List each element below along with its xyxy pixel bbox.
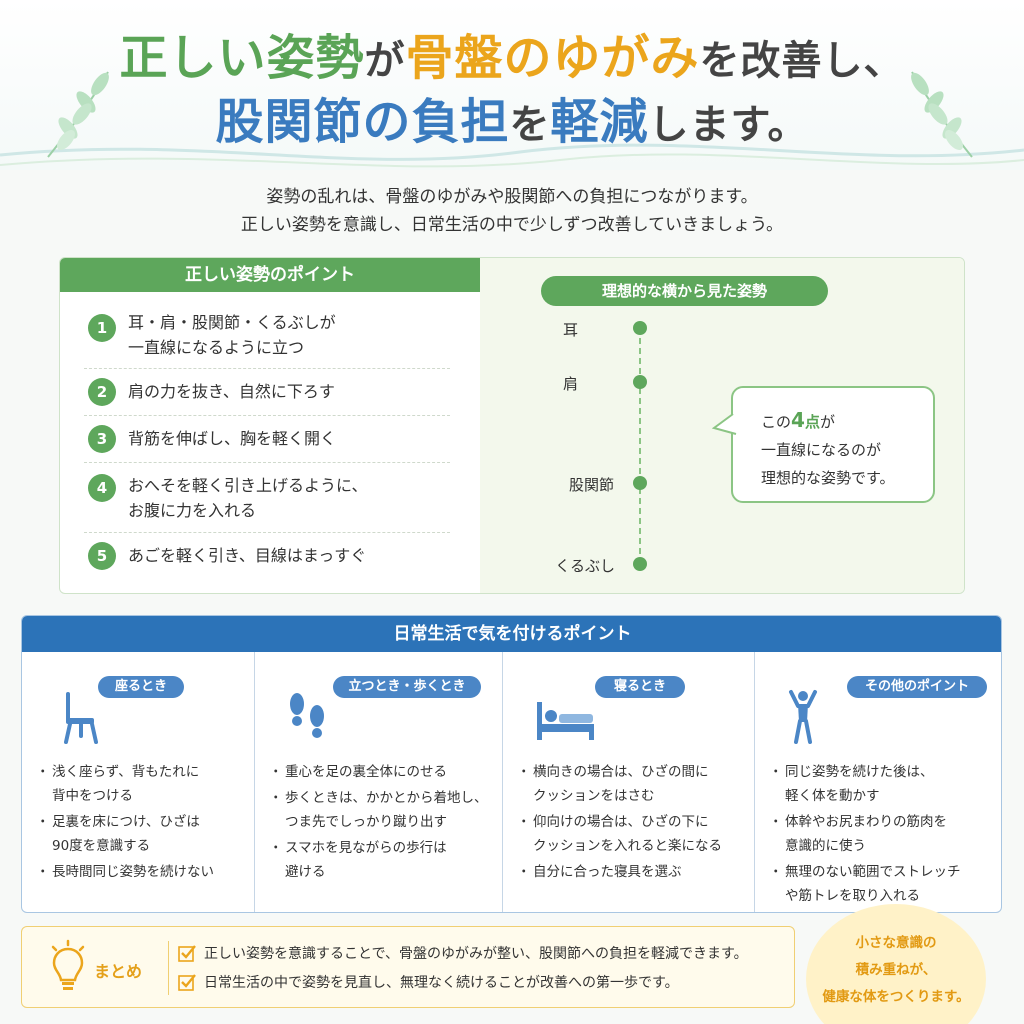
daily-column-other: その他のポイント 同じ姿勢を続けた後は、軽く体を動かす 体幹やお尻まわりの筋肉を…	[754, 652, 1001, 912]
stretch-icon	[789, 690, 817, 744]
step-number-badge: 2	[88, 378, 116, 406]
message-text: 小さな意識の	[855, 935, 937, 951]
summary-row: 日常生活の中で姿勢を見直し、無理なく続けることが改善への第一歩です。	[178, 972, 679, 992]
list-item: 4 おへそを軽く引き上げるように、 お腹に力を入れる	[84, 463, 450, 533]
bubble-tail	[712, 413, 737, 435]
posture-points-title: 正しい姿勢のポイント	[60, 258, 480, 292]
category-tag: その他のポイント	[847, 676, 987, 698]
leaf-branch-icon	[911, 71, 973, 158]
step-number-badge: 4	[88, 474, 116, 502]
title-text: します。	[648, 102, 809, 148]
summary-text: 正しい姿勢を意識することで、骨盤のゆがみが整い、股関節への負担を軽減できます。	[204, 946, 748, 962]
bubble-text: 理想的な姿勢です。	[761, 469, 895, 487]
list-item: 3 背筋を伸ばし、胸を軽く開く	[84, 416, 450, 463]
title-highlight: 骨盤のゆがみ	[405, 30, 700, 86]
alignment-label: 股関節	[568, 476, 614, 494]
alignment-dot	[633, 321, 647, 335]
list-item: 自分に合った寝具を選ぶ	[517, 860, 722, 884]
checkbox-icon	[178, 945, 196, 962]
list-item-text: あごを軽く引き、目線はまっすぐ	[128, 546, 367, 565]
alignment-dot	[633, 476, 647, 490]
header-banner	[0, 0, 1024, 170]
checkbox-icon	[178, 974, 196, 991]
list-item-text: 耳・肩・股関節・くるぶしが	[128, 313, 336, 332]
page-title-line2: 股関節の負担を軽減します。	[0, 82, 1024, 152]
summary-label: まとめ	[94, 962, 143, 981]
list-item: 歩くときは、かかとから着地し、つま先でしっかり蹴り出す	[269, 786, 487, 834]
message-circle: 小さな意識の 積み重ねが、 健康な体をつくります。	[806, 904, 986, 1024]
page-title-line1: 正しい姿勢が骨盤のゆがみを改善し、	[0, 18, 1024, 88]
alignment-label: 耳	[562, 321, 578, 339]
category-tag: 寝るとき	[595, 676, 685, 698]
lightbulb-icon	[51, 939, 85, 990]
summary-text: 日常生活の中で姿勢を見直し、無理なく続けることが改善への第一歩です。	[204, 975, 679, 991]
category-tag: 座るとき	[98, 676, 184, 698]
daily-column-standing: 立つとき・歩くとき 重心を足の裏全体にのせる 歩くときは、かかとから着地し、つま…	[254, 652, 502, 912]
bubble-unit: 点	[804, 413, 820, 431]
bubble-text: 一直線になるのが	[761, 441, 882, 459]
tips-list: 重心を足の裏全体にのせる 歩くときは、かかとから着地し、つま先でしっかり蹴り出す…	[269, 760, 488, 886]
title-text: を	[509, 102, 551, 148]
list-item-text: 肩の力を抜き、自然に下ろす	[128, 382, 335, 401]
title-highlight: 軽減	[550, 94, 649, 150]
daily-life-title: 日常生活で気を付けるポイント	[22, 616, 1001, 652]
bubble-text: この	[761, 413, 792, 431]
list-item: 重心を足の裏全体にのせる	[269, 760, 488, 784]
category-tag: 立つとき・歩くとき	[333, 676, 481, 698]
alignment-dot	[633, 557, 647, 571]
message-text: 健康な体をつくります。	[822, 989, 970, 1005]
alignment-line	[639, 328, 641, 564]
leaf-branch-icon	[47, 71, 109, 158]
footprints-icon	[290, 693, 324, 738]
posture-points-list: 1 耳・肩・股関節・くるぶしが 一直線になるように立つ 2 肩の力を抜き、自然に…	[84, 302, 450, 580]
message-text: 積み重ねが、	[855, 962, 937, 978]
bubble-number: 4	[791, 408, 805, 432]
title-highlight: 股関節の負担	[215, 94, 510, 150]
summary-panel: まとめ 正しい姿勢を意識することで、骨盤のゆがみが整い、股関節への負担を軽減でき…	[21, 926, 795, 1008]
list-item-text: 一直線になるように立つ	[128, 338, 305, 357]
alignment-dot	[633, 375, 647, 389]
alignment-label: くるぶし	[555, 557, 615, 575]
intro-text: 姿勢の乱れは、骨盤のゆがみや股関節への負担につながります。	[266, 187, 758, 207]
list-item: 2 肩の力を抜き、自然に下ろす	[84, 369, 450, 416]
bubble-text: が	[819, 413, 835, 431]
bed-icon	[537, 702, 594, 740]
title-text: が	[364, 38, 406, 84]
alignment-label: 肩	[562, 375, 578, 393]
list-item: 5 あごを軽く引き、目線はまっすぐ	[84, 533, 450, 580]
side-view-title: 理想的な横から見た姿勢	[541, 276, 828, 306]
speech-bubble: この4点が 一直線になるのが 理想的な姿勢です。	[731, 386, 935, 503]
list-item: 長時間同じ姿勢を続けない	[36, 860, 214, 884]
list-item-text: お腹に力を入れる	[128, 501, 257, 520]
list-item: 同じ姿勢を続けた後は、軽く体を動かす	[769, 760, 961, 808]
step-number-badge: 1	[88, 314, 116, 342]
intro-text: 正しい姿勢を意識し、日常生活の中で少しずつ改善していきましょう。	[240, 215, 784, 235]
divider	[168, 941, 169, 995]
chair-icon	[64, 692, 98, 744]
summary-row: 正しい姿勢を意識することで、骨盤のゆがみが整い、股関節への負担を軽減できます。	[178, 943, 748, 963]
step-number-badge: 3	[88, 425, 116, 453]
list-item-text: 背筋を伸ばし、胸を軽く開く	[128, 429, 337, 448]
title-text: を改善し、	[699, 38, 905, 84]
wave-decoration	[0, 143, 1024, 168]
list-item-text: おへそを軽く引き上げるように、	[128, 476, 368, 495]
step-number-badge: 5	[88, 542, 116, 570]
list-item: 1 耳・肩・股関節・くるぶしが 一直線になるように立つ	[84, 302, 450, 369]
title-highlight: 正しい姿勢	[119, 30, 365, 86]
